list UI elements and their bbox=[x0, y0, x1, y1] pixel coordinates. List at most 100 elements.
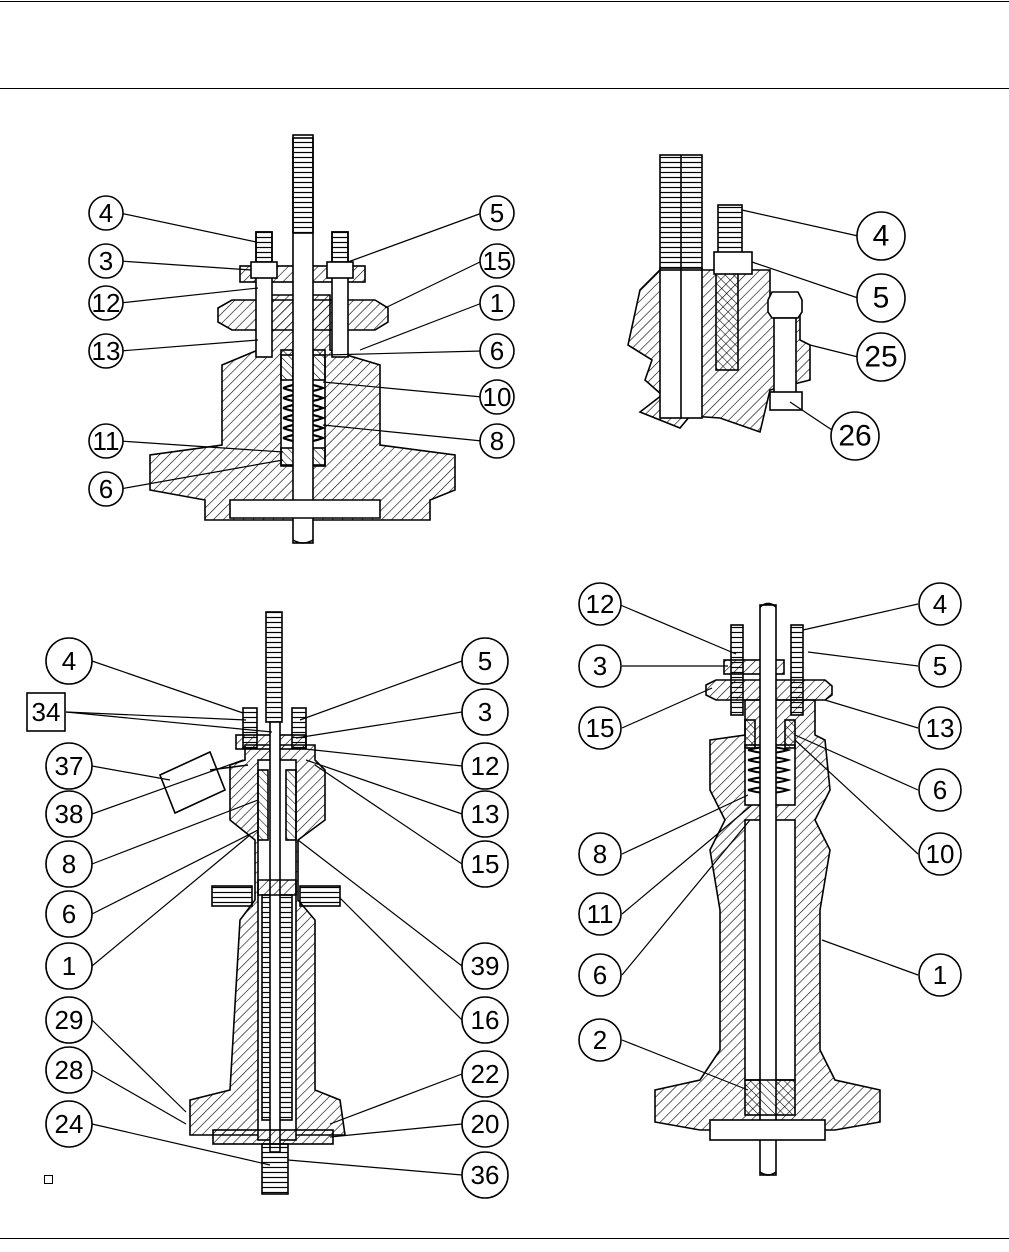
callout-number: 6 bbox=[99, 474, 113, 504]
callout-number: 38 bbox=[55, 799, 84, 829]
callout-number: 8 bbox=[62, 849, 76, 879]
callout-bubble: 16 bbox=[461, 996, 509, 1044]
callout-bubble: 24 bbox=[45, 1100, 93, 1148]
callout-bubble: 4 bbox=[856, 211, 906, 261]
callout-bubble: 2 bbox=[578, 1018, 622, 1062]
callout-bubble: 8 bbox=[45, 840, 93, 888]
callout-number: 22 bbox=[471, 1059, 500, 1089]
callout-number: 3 bbox=[593, 651, 607, 681]
callout-bubble: 4 bbox=[45, 637, 93, 685]
callout-number: 4 bbox=[99, 198, 113, 228]
callout-number: 3 bbox=[478, 697, 492, 727]
figure-bottom-right-leaders bbox=[617, 603, 919, 1091]
callout-bubble: 12 bbox=[88, 285, 124, 321]
figure-top-left bbox=[149, 134, 456, 544]
callout-bubble: 26 bbox=[830, 411, 880, 461]
callout-bubble: 1 bbox=[918, 953, 962, 997]
callout-number: 8 bbox=[593, 839, 607, 869]
callout-number: 1 bbox=[490, 288, 504, 318]
callout-box: 34 bbox=[26, 692, 66, 732]
callout-bubble: 11 bbox=[88, 423, 124, 459]
callout-bubble: 1 bbox=[479, 285, 515, 321]
callout-bubble: 10 bbox=[479, 379, 515, 415]
callout-number: 10 bbox=[926, 839, 955, 869]
callout-bubble: 8 bbox=[479, 423, 515, 459]
callout-number: 4 bbox=[873, 220, 890, 253]
callout-number: 28 bbox=[55, 1055, 84, 1085]
callout-number: 3 bbox=[99, 246, 113, 276]
callout-bubble: 13 bbox=[918, 706, 962, 750]
callout-bubble: 5 bbox=[461, 637, 509, 685]
callout-bubble: 36 bbox=[461, 1151, 509, 1199]
callout-number: 12 bbox=[471, 751, 500, 781]
callout-number: 25 bbox=[864, 341, 897, 374]
figure-top-left-leaders bbox=[119, 212, 483, 490]
callout-number: 6 bbox=[62, 899, 76, 929]
header-rule bbox=[0, 88, 1009, 89]
callout-number: 13 bbox=[926, 713, 955, 743]
callout-bubble: 6 bbox=[578, 953, 622, 997]
callout-bubble: 5 bbox=[856, 273, 906, 323]
callout-bubble: 6 bbox=[45, 890, 93, 938]
callout-bubble: 13 bbox=[461, 790, 509, 838]
callout-number: 8 bbox=[490, 426, 504, 456]
callout-number: 11 bbox=[93, 426, 120, 456]
callout-bubble: 5 bbox=[479, 195, 515, 231]
callout-number: 5 bbox=[933, 651, 947, 681]
callout-number: 16 bbox=[471, 1005, 500, 1035]
callout-bubble: 6 bbox=[88, 471, 124, 507]
callout-number: 39 bbox=[471, 951, 500, 981]
callout-number: 29 bbox=[55, 1005, 84, 1035]
callout-number: 20 bbox=[471, 1109, 500, 1139]
callout-number: 15 bbox=[586, 713, 615, 743]
callout-number: 13 bbox=[471, 799, 500, 829]
callout-bubble: 12 bbox=[461, 742, 509, 790]
callout-number: 36 bbox=[471, 1160, 500, 1190]
callout-bubble: 3 bbox=[88, 243, 124, 279]
callout-number: 2 bbox=[593, 1025, 607, 1055]
callout-bubble: 4 bbox=[88, 195, 124, 231]
note-marker-square bbox=[44, 1175, 53, 1184]
callout-number: 1 bbox=[62, 951, 76, 981]
callout-bubble: 4 bbox=[918, 582, 962, 626]
callout-bubble: 13 bbox=[88, 333, 124, 369]
callout-number: 11 bbox=[587, 899, 614, 929]
callout-bubble: 20 bbox=[461, 1100, 509, 1148]
figure-bottom-right-callouts: 12 3 15 8 11 6 2 4 5 13 6 10 1 bbox=[578, 582, 962, 1062]
callout-bubble: 5 bbox=[918, 644, 962, 688]
callout-bubble: 3 bbox=[461, 688, 509, 736]
callout-number: 1 bbox=[933, 960, 947, 990]
figure-bottom-right bbox=[654, 602, 881, 1176]
callout-bubble: 6 bbox=[918, 768, 962, 812]
callout-bubble: 15 bbox=[461, 840, 509, 888]
callout-number: 15 bbox=[471, 849, 500, 879]
callout-number: 12 bbox=[586, 589, 615, 619]
figure-top-left-callouts: 4 3 12 13 11 6 5 15 1 6 10 8 bbox=[88, 195, 515, 507]
figure-top-right-callouts: 4 5 25 26 bbox=[830, 211, 906, 461]
callout-bubble: 12 bbox=[578, 582, 622, 626]
callout-bubble: 10 bbox=[918, 832, 962, 876]
callout-bubble: 37 bbox=[45, 742, 93, 790]
callout-bubble: 29 bbox=[45, 996, 93, 1044]
callout-bubble: 15 bbox=[578, 706, 622, 750]
callout-number: 26 bbox=[838, 420, 871, 453]
callout-number: 6 bbox=[490, 336, 504, 366]
figure-bottom-left-leaders bbox=[65, 660, 463, 1176]
figure-bottom-left bbox=[158, 611, 346, 1195]
callout-number: 10 bbox=[483, 382, 512, 412]
callout-number: 37 bbox=[55, 751, 84, 781]
figure-bottom-left-callouts: 4 34 37 38 8 6 1 29 28 24 5 3 12 13 15 3… bbox=[26, 637, 509, 1199]
callout-bubble: 22 bbox=[461, 1050, 509, 1098]
callout-number: 6 bbox=[593, 960, 607, 990]
callout-bubble: 3 bbox=[578, 644, 622, 688]
callout-number: 5 bbox=[490, 198, 504, 228]
callout-bubble: 39 bbox=[461, 942, 509, 990]
callout-number: 6 bbox=[933, 775, 947, 805]
callout-bubble: 28 bbox=[45, 1046, 93, 1094]
figure-top-right bbox=[627, 154, 811, 434]
footer-rule bbox=[0, 1238, 1009, 1239]
callout-bubble: 1 bbox=[45, 942, 93, 990]
callout-number: 15 bbox=[483, 246, 512, 276]
callout-number: 4 bbox=[62, 646, 76, 676]
